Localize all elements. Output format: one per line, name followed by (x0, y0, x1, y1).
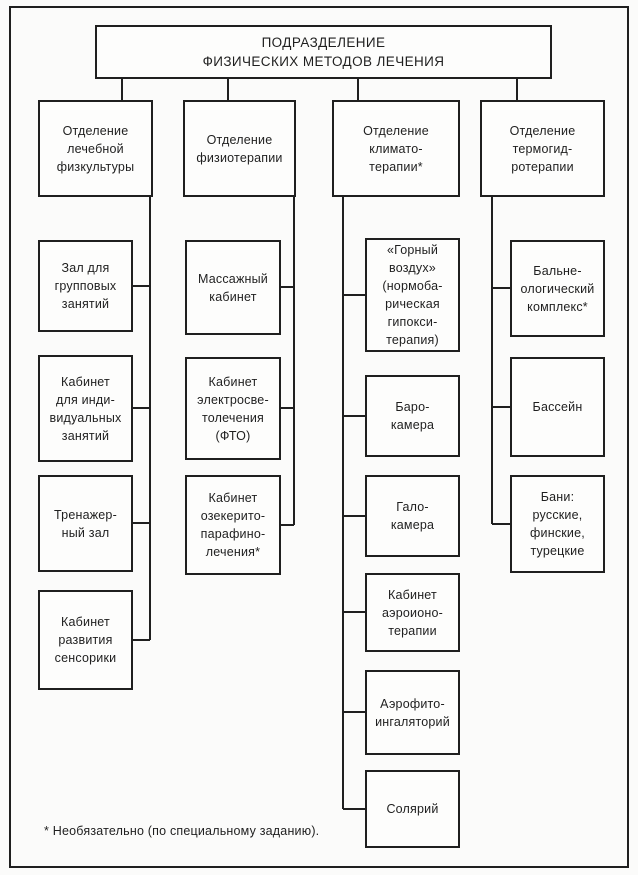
node-label-individual-exercise-room: Кабинет для инди- видуальных занятий (49, 374, 122, 443)
node-baths: Бани: русские, финские, турецкие (510, 475, 605, 573)
node-baro-chamber: Баро- камера (365, 375, 460, 457)
node-individual-exercise-room: Кабинет для инди- видуальных занятий (38, 355, 133, 462)
node-label-massage-room: Массажный кабинет (198, 271, 268, 304)
node-label-aerophyto-inhalatorium: Аэрофито- ингаляторий (375, 696, 450, 729)
node-label-ozokerite-paraffin-room: Кабинет озекерито- парафино- лечения* (200, 491, 266, 559)
node-dept-thermohydrotherapy: Отделение термогид- ротерапии (480, 100, 605, 197)
node-aeroionotherapy-room: Кабинет аэроионо- терапии (365, 573, 460, 652)
node-sensory-development-room: Кабинет развития сенсорики (38, 590, 133, 690)
node-group-exercise-hall: Зал для групповых занятий (38, 240, 133, 332)
node-label-root: ПОДРАЗДЕЛЕНИЕ ФИЗИЧЕСКИХ МЕТОДОВ ЛЕЧЕНИЯ (202, 35, 445, 69)
node-dept-exercise-therapy: Отделение лечебной физкультуры (38, 100, 153, 197)
node-label-dept-exercise-therapy: Отделение лечебной физкультуры (56, 123, 135, 174)
node-label-sensory-development-room: Кабинет развития сенсорики (54, 615, 117, 665)
node-halo-chamber: Гало- камера (365, 475, 460, 557)
node-dept-climatotherapy: Отделение климато- терапии* (332, 100, 460, 197)
node-label-swimming-pool: Бассейн (532, 400, 583, 414)
node-aerophyto-inhalatorium: Аэрофито- ингаляторий (365, 670, 460, 755)
node-electro-light-therapy-room: Кабинет электросве- толечения (ФТО) (185, 357, 281, 460)
node-ozokerite-paraffin-room: Кабинет озекерито- парафино- лечения* (185, 475, 281, 575)
node-dept-physiotherapy: Отделение физиотерапии (183, 100, 296, 197)
node-label-dept-physiotherapy: Отделение физиотерапии (196, 132, 283, 165)
node-root: ПОДРАЗДЕЛЕНИЕ ФИЗИЧЕСКИХ МЕТОДОВ ЛЕЧЕНИЯ (95, 25, 552, 79)
node-label-baths: Бани: русские, финские, турецкие (530, 490, 585, 558)
node-massage-room: Массажный кабинет (185, 240, 281, 335)
node-label-mountain-air-room: «Горный воздух» (нормоба- рическая гипок… (382, 243, 443, 347)
node-label-group-exercise-hall: Зал для групповых занятий (54, 261, 117, 311)
node-label-dept-climatotherapy: Отделение климато- терапии* (363, 123, 429, 174)
node-label-gym-hall: Тренажер- ный зал (54, 507, 117, 540)
node-label-dept-thermohydrotherapy: Отделение термогид- ротерапии (509, 123, 576, 174)
node-swimming-pool: Бассейн (510, 357, 605, 457)
node-solarium: Солярий (365, 770, 460, 848)
node-label-solarium: Солярий (386, 802, 439, 816)
node-label-baro-chamber: Баро- камера (390, 400, 435, 432)
node-label-aeroionotherapy-room: Кабинет аэроионо- терапии (382, 587, 443, 638)
node-gym-hall: Тренажер- ный зал (38, 475, 133, 572)
node-mountain-air-room: «Горный воздух» (нормоба- рическая гипок… (365, 238, 460, 352)
footnote: * Необязательно (по специальному заданию… (44, 824, 320, 838)
node-balneological-complex: Бальне- ологический комплекс* (510, 240, 605, 337)
node-label-balneological-complex: Бальне- ологический комплекс* (520, 263, 595, 314)
node-label-electro-light-therapy-room: Кабинет электросве- толечения (ФТО) (197, 374, 269, 443)
node-label-halo-chamber: Гало- камера (390, 500, 435, 532)
